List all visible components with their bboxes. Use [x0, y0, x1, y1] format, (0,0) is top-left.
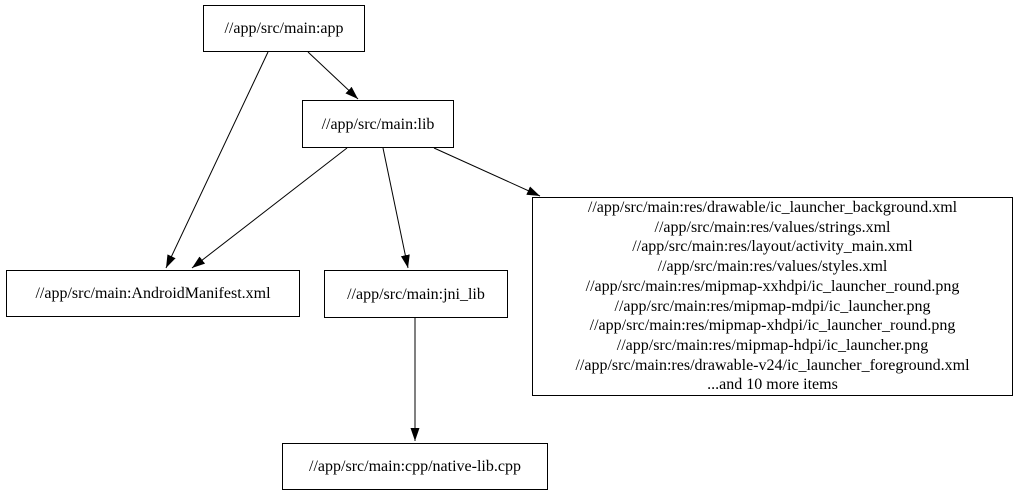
edge-app-to-lib	[307, 51, 359, 100]
node-android-manifest: //app/src/main:AndroidManifest.xml	[6, 270, 300, 317]
node-native-lib-cpp-label: //app/src/main:cpp/native-lib.cpp	[309, 458, 521, 475]
res-group-line: //app/src/main:res/values/strings.xml	[654, 218, 891, 236]
node-app: //app/src/main:app	[203, 5, 365, 52]
edge-lib-to-jni-lib	[382, 147, 410, 269]
node-jni-lib-label: //app/src/main:jni_lib	[347, 285, 485, 303]
res-group-more-items: ...and 10 more items	[707, 376, 838, 394]
res-group-line: //app/src/main:res/drawable-v24/ic_launc…	[575, 356, 970, 374]
edge-lib-to-res-group	[433, 147, 541, 197]
node-android-manifest-label: //app/src/main:AndroidManifest.xml	[35, 285, 271, 302]
node-app-label: //app/src/main:app	[224, 20, 344, 37]
edge-app-to-manifest	[165, 51, 269, 269]
res-group-line: //app/src/main:res/layout/activity_main.…	[632, 238, 913, 256]
node-native-lib-cpp: //app/src/main:cpp/native-lib.cpp	[282, 443, 548, 490]
node-lib: //app/src/main:lib	[302, 100, 454, 148]
res-group-line: //app/src/main:res/mipmap-xhdpi/ic_launc…	[589, 317, 956, 335]
res-group-line: //app/src/main:res/drawable/ic_launcher_…	[587, 198, 958, 216]
node-jni-lib: //app/src/main:jni_lib	[324, 270, 508, 318]
node-res-group: //app/src/main:res/drawable/ic_launcher_…	[532, 197, 1013, 396]
res-group-line: //app/src/main:res/mipmap-mdpi/ic_launch…	[614, 297, 931, 315]
res-group-line: //app/src/main:res/mipmap-hdpi/ic_launch…	[616, 336, 929, 354]
res-group-line: //app/src/main:res/values/styles.xml	[657, 258, 888, 276]
edge-lib-to-manifest	[191, 147, 348, 269]
res-group-line: //app/src/main:res/mipmap-xxhdpi/ic_laun…	[585, 277, 960, 295]
node-lib-label: //app/src/main:lib	[321, 115, 435, 133]
